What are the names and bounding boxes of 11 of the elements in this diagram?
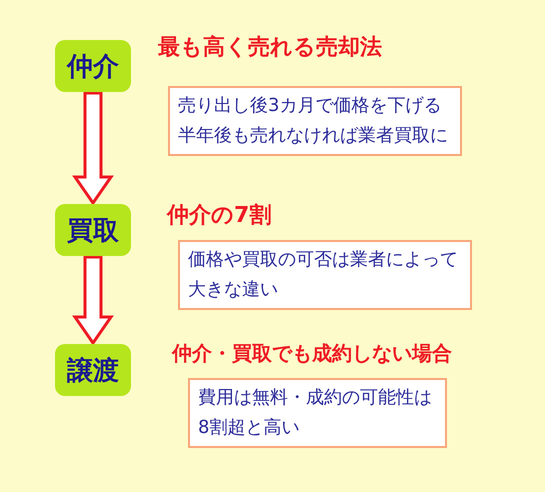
step-box: 仲介: [55, 40, 131, 92]
step-box: 譲渡: [55, 344, 131, 396]
arrow: [72, 256, 114, 346]
heading: 最も高く売れる売却法: [158, 34, 382, 62]
description-box: 費用は無料・成約の可能性は8割超と高い: [188, 378, 448, 448]
description-box: 価格や買取の可否は業者によって大きな違い: [178, 240, 472, 310]
heading: 仲介・買取でも成約しない場合: [172, 340, 452, 367]
arrow: [72, 92, 114, 206]
heading: 仲介の7割: [167, 202, 272, 230]
description-box: 売り出し後3カ月で価格を下げる半年後も売れなければ業者買取に: [168, 86, 462, 156]
step-box: 買取: [55, 204, 131, 256]
